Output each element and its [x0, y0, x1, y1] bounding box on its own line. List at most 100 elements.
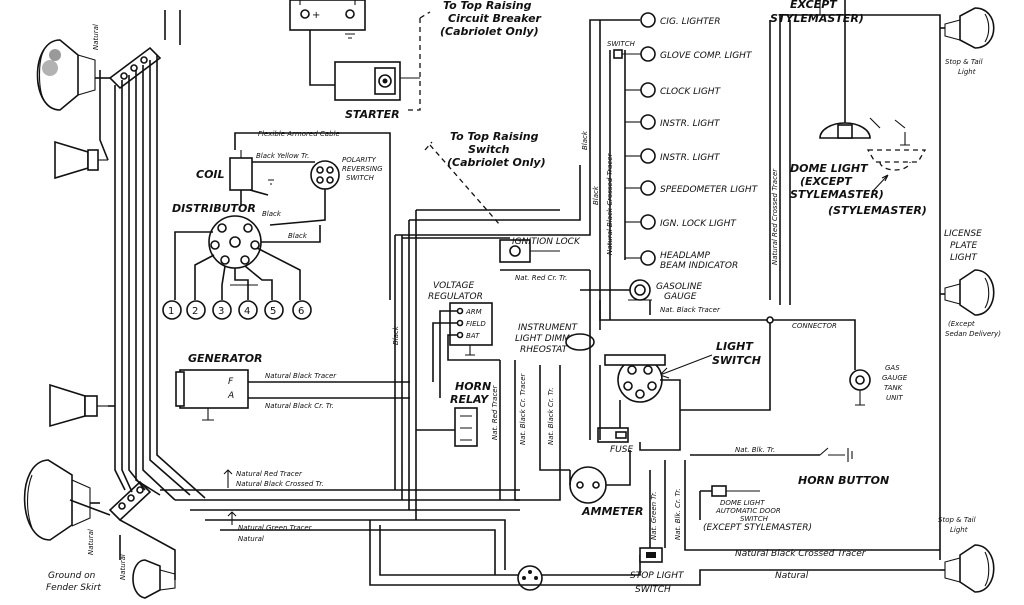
coil-label: COIL	[196, 168, 225, 181]
natural-left-label: Natural	[238, 535, 264, 543]
headlamp-beam-label-2: BEAM INDICATOR	[660, 261, 738, 271]
stop-tail-light-top	[944, 7, 995, 49]
distributor	[208, 215, 262, 269]
instrument-dimmer-label-3: RHEOSTAT	[520, 345, 569, 355]
license-label-1: LICENSE	[944, 229, 982, 239]
license-label-2: PLATE	[950, 241, 977, 251]
headlamp-beam-label-1: HEADLAMP	[660, 251, 710, 261]
headlamp-beam-indicator	[625, 250, 656, 266]
glove-comp-light	[613, 46, 656, 62]
stylemaster-paren-label: (STYLEMASTER)	[828, 204, 927, 217]
dome-light-stylemaster	[866, 117, 927, 171]
ground-fender-label-2: Fender Skirt	[46, 583, 101, 593]
dome-light-label-3: STYLEMASTER)	[790, 188, 884, 201]
reg-arm: ARM	[465, 308, 482, 316]
cig-lighter	[610, 12, 656, 28]
dome-door-switch-label-3: SWITCH	[740, 515, 769, 523]
voltage-reg-label-1: VOLTAGE	[433, 281, 474, 291]
left-headlamp-top	[36, 39, 96, 111]
flexible-cable-label: Flexible Armored Cable	[258, 130, 340, 138]
stop-light-switch	[639, 547, 663, 563]
horn-relay-label-1: HORN	[455, 380, 491, 393]
polarity-label-1: POLARITY	[342, 156, 377, 164]
speedometer-label: SPEEDOMETER LIGHT	[660, 185, 759, 195]
black-vert-label-1: Black	[392, 325, 400, 345]
license-label-3: LIGHT	[950, 253, 978, 263]
gasoline-gauge	[628, 279, 652, 301]
nat-black-crossed-tracer-label: Natural Black Crossed Tracer	[735, 549, 867, 559]
top-switch-dashed	[424, 141, 501, 226]
ignition-lock	[499, 239, 560, 263]
natural-red-tracer-label: Natural Red Tracer	[236, 470, 303, 478]
instr-light-label-1: INSTR. LIGHT	[660, 119, 721, 129]
horn-relay-label-2: RELAY	[450, 393, 489, 406]
bottom-connector	[517, 565, 543, 591]
generator: F A	[175, 369, 249, 421]
polarity-label-2: REVERSING	[342, 165, 383, 173]
voltage-regulator: ARM FIELD BAT	[449, 302, 493, 356]
left-horn-top	[54, 140, 108, 180]
horn-relay	[454, 407, 478, 447]
left-headlamp-bottom	[23, 459, 91, 541]
stop-light-switch-label-2: SWITCH	[635, 585, 671, 595]
stop-light-switch-label-1: STOP LIGHT	[630, 571, 685, 581]
light-switch-label-2: SWITCH	[712, 354, 761, 367]
dome-light-label-1: DOME LIGHT	[790, 162, 869, 175]
stop-tail-light-bottom	[944, 544, 995, 593]
fuse-label: FUSE	[610, 445, 633, 455]
instr-light-2	[625, 148, 656, 164]
black-vert-label-2: Black	[581, 130, 589, 150]
svg-text:+: +	[312, 10, 320, 21]
voltage-reg-label-2: REGULATOR	[428, 292, 483, 302]
ammeter-label: AMMETER	[581, 505, 643, 518]
main-harness	[160, 19, 641, 586]
instr-light-label-2: INSTR. LIGHT	[660, 153, 721, 163]
top-raising-breaker-label-2: Circuit Breaker	[448, 12, 542, 25]
top-switch-label-2: Switch	[468, 143, 510, 156]
reg-field: FIELD	[466, 320, 486, 328]
natural-vert-top-label: Natural	[92, 24, 100, 50]
battery-to-starter-wire	[309, 30, 340, 86]
plug-num-3: 3	[218, 306, 224, 317]
battery: + -	[289, 0, 366, 39]
stop-tail-light-top-label-1: Stop & Tail	[945, 58, 983, 66]
gen-f: F	[228, 377, 234, 387]
nat-red-cr-label: Nat. Red Cr. Tr.	[515, 274, 567, 282]
gasoline-gauge-label-1: GASOLINE	[656, 282, 702, 292]
fuse	[597, 427, 629, 443]
stop-tail-light-label-2: Light	[950, 526, 968, 534]
dash-lights-column: CIG. LIGHTER SWITCH GLOVE COMP. LIGHT CL…	[607, 12, 759, 271]
cig-lighter-label: CIG. LIGHTER	[660, 17, 720, 27]
black-vert-label-3: Black	[592, 185, 600, 205]
nat-black-cr-gen-label: Natural Black Cr. Tr.	[265, 402, 334, 410]
ign-lock-light	[625, 214, 656, 230]
clock-light	[625, 82, 656, 98]
nat-black-tracer-gas-label: Nat. Black Tracer	[660, 306, 721, 314]
left-fender-light	[132, 559, 176, 599]
connector-label: CONNECTOR	[792, 322, 837, 330]
gen-a: A	[227, 391, 234, 401]
instrument-dimmer-label-2: LIGHT DIMMER	[515, 334, 582, 344]
dome-door-switch-label-1: DOME LIGHT	[720, 499, 765, 507]
breaker-dashed-line	[405, 18, 421, 111]
instrument-dimmer	[565, 333, 595, 351]
nat-green-tr-v-label: Nat. Green Tr.	[650, 492, 658, 541]
instrument-dimmer-label-1: INSTRUMENT	[518, 323, 579, 333]
reg-bat: BAT	[466, 332, 480, 340]
dome-door-switch-label-4: (EXCEPT STYLEMASTER)	[703, 523, 812, 533]
natural-vert-bottom2: Natural	[119, 554, 127, 580]
gas-gauge-tank-label-2: GAUGE	[882, 374, 908, 382]
except-sedan-label-2: Sedan Delivery)	[945, 330, 1001, 338]
black-yellow-label: Black Yellow Tr.	[256, 152, 309, 160]
gas-gauge-tank-label-4: UNIT	[886, 394, 903, 402]
gasoline-gauge-label-2: GAUGE	[664, 292, 697, 302]
ign-lock-light-label: IGN. LOCK LIGHT	[660, 219, 737, 229]
natural-black-crossed-tracer-v-label: Natural Black Crossed Tracer	[606, 152, 614, 255]
clock-light-label: CLOCK LIGHT	[660, 87, 722, 97]
terminal-block-top	[108, 46, 162, 90]
natural-vert-bottom-label: Natural	[87, 529, 95, 555]
nat-black-tracer-gen-label: Natural Black Tracer	[265, 372, 337, 380]
stop-tail-light-top-label-2: Light	[958, 68, 976, 76]
natural-red-crossed-tracer-v2-label: Natural Red Crossed Tracer	[771, 168, 779, 265]
